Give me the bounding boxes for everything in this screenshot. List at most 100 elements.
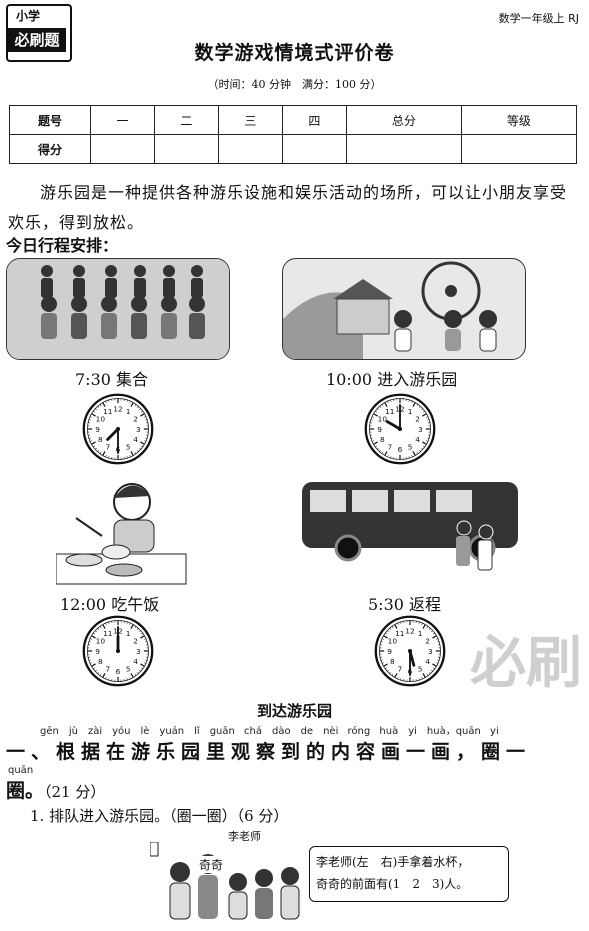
question-1-sub-1: 1. 排队进入游乐园。（圈一圈）（6 分） <box>30 807 289 825</box>
clock-tick <box>141 445 143 448</box>
clock-tick <box>422 441 427 445</box>
section-title: 到达游乐园 <box>256 702 332 720</box>
clock-tick <box>144 662 146 664</box>
score-input-cell[interactable] <box>460 134 578 164</box>
clock-tick <box>383 663 388 667</box>
clock-tick <box>377 408 379 411</box>
clock-tick <box>141 632 143 635</box>
score-input-cell[interactable] <box>153 134 219 164</box>
clock-tick <box>95 408 97 411</box>
clock-tick <box>90 440 92 442</box>
clock-tick <box>90 638 92 640</box>
clock-tick <box>416 452 419 454</box>
score-input-cell[interactable] <box>281 134 347 164</box>
clock-number: 9 <box>95 647 100 656</box>
clock-number: 4 <box>133 435 138 444</box>
clock-tick <box>139 447 141 450</box>
teacher-label: 李老师 <box>228 830 261 843</box>
clock-tick <box>375 410 377 413</box>
score-table-header-row: 题号 一 二 三 四 总分 等级 <box>9 105 578 135</box>
clock-tick <box>422 673 426 678</box>
clock-tick <box>102 402 106 407</box>
question-pinyin-line2: quān <box>8 765 34 776</box>
clock-number: 4 <box>425 657 430 666</box>
clock-number: 4 <box>415 435 420 444</box>
table-cell: 四 <box>281 105 347 135</box>
clock-number: 8 <box>390 657 395 666</box>
clock-tick <box>432 635 437 639</box>
clock-tick <box>102 624 106 629</box>
clock-number: 5 <box>126 664 131 673</box>
clock-number: 3 <box>136 647 141 656</box>
clock-tick <box>416 404 419 406</box>
question-bubble: 李老师(左 右)手拿着水杯， 奇奇的前面有(1 2 3)人。 <box>309 846 509 902</box>
clock-tick <box>421 623 423 625</box>
table-cell: 三 <box>217 105 283 135</box>
clock-tick <box>423 445 425 448</box>
clock-tick <box>140 413 145 417</box>
table-cell: 总分 <box>345 105 462 135</box>
clock-tick <box>136 672 139 674</box>
clock-tick <box>391 626 394 628</box>
clock-tick <box>108 621 110 624</box>
clock-tick <box>136 406 139 408</box>
clock-tick <box>105 455 107 457</box>
clock-tick <box>88 659 91 661</box>
clock-tick <box>418 406 421 408</box>
clock-tick <box>129 623 131 625</box>
clock-tick <box>97 406 100 408</box>
clock-tick <box>391 674 394 676</box>
bubble-line-2[interactable]: 奇奇的前面有(1 2 3)人。 <box>316 877 469 891</box>
clock-number: 1 <box>418 629 423 638</box>
clock-tick <box>97 628 100 630</box>
clock-hour-hand <box>106 427 120 441</box>
clock-number: 10 <box>96 415 106 424</box>
clock-tick <box>99 674 102 676</box>
clock-tick <box>126 621 128 624</box>
clock-tick <box>90 662 92 664</box>
clock-tick <box>384 451 388 456</box>
clock-tick <box>108 678 110 681</box>
table-cell: 等级 <box>460 105 578 135</box>
question-pinyin-line1: gēn jù zài yóu lè yuán lǐ guān chá dào d… <box>40 726 499 737</box>
clock-tick <box>145 659 148 661</box>
clock-tick <box>130 451 134 456</box>
clock-tick <box>134 404 137 406</box>
score-input-cell[interactable] <box>90 134 155 164</box>
clock-tick <box>387 630 389 633</box>
bubble-line-1[interactable]: 李老师(左 右)手拿着水杯， <box>316 855 470 869</box>
clock-tick <box>381 452 384 454</box>
clock-tick <box>387 401 389 403</box>
clock-tick <box>91 441 96 445</box>
clock-tick <box>373 441 378 445</box>
children-lineup-picture <box>7 259 229 359</box>
clock-number: 8 <box>98 435 103 444</box>
score-input-cell[interactable] <box>217 134 283 164</box>
clock-tick <box>93 445 95 448</box>
clock-tick <box>145 641 148 643</box>
clock-tick <box>389 628 392 630</box>
clock-number: 10 <box>388 637 398 646</box>
clock-tick <box>130 402 134 407</box>
clock-tick <box>394 624 398 629</box>
clock-tick <box>97 450 100 452</box>
subject-label: 数学一年级上 RJ <box>498 12 579 25</box>
clock-number: 2 <box>415 415 420 424</box>
clock-tick <box>105 401 107 403</box>
clock-number: 3 <box>418 425 423 434</box>
clock-tick <box>134 452 137 454</box>
clock-hour-hand <box>408 649 416 667</box>
clock-tick <box>423 410 425 413</box>
clock-number: 10 <box>378 415 388 424</box>
clock-tick <box>380 641 383 643</box>
clock-tick <box>428 672 431 674</box>
clock-tick <box>373 413 378 417</box>
clock-tick <box>134 674 137 676</box>
clock-tick <box>144 416 146 418</box>
score-input-cell[interactable] <box>345 134 462 164</box>
clock-tick <box>431 669 433 672</box>
clock-tick <box>385 632 387 635</box>
clock-tick <box>90 416 92 418</box>
